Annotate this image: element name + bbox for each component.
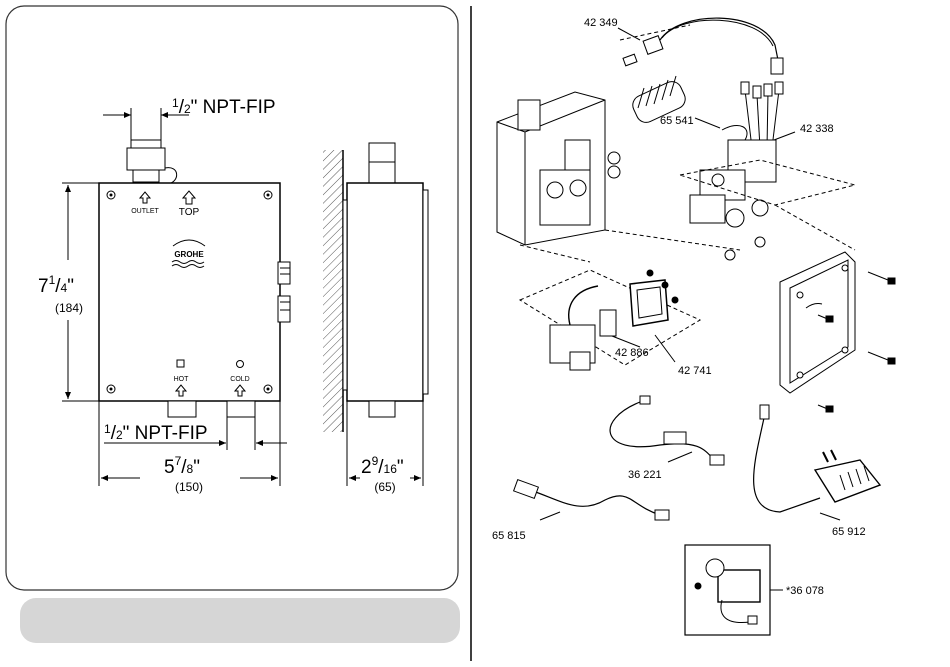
depth-label: 29/16" (361, 454, 404, 478)
brand-marking: GROHE (174, 250, 204, 259)
label-36221: 36 221 (628, 469, 662, 481)
part-42886 (630, 270, 678, 326)
part-42349 (620, 18, 783, 74)
label-36078: *36 078 (786, 585, 824, 597)
part-65815 (514, 480, 669, 520)
top-marking: TOP (179, 207, 200, 218)
label-42886: 42 886 (615, 347, 649, 359)
height-metric: (184) (55, 301, 83, 315)
label-65815: 65 815 (492, 530, 526, 542)
width-label: 57/8" (164, 454, 200, 478)
part-42741 (550, 286, 616, 370)
footer-bar (20, 598, 460, 643)
part-65912 (754, 405, 880, 520)
width-metric: (150) (175, 480, 203, 494)
part-36078 (685, 545, 783, 635)
part-42338 (680, 140, 855, 227)
wall-hatch (323, 150, 343, 432)
depth-metric: (65) (374, 480, 395, 494)
label-65912: 65 912 (832, 526, 866, 538)
outlet-marking: OUTLET (131, 208, 159, 215)
hot-square-icon (177, 360, 184, 367)
wire-bundle (741, 82, 783, 148)
part-36221 (610, 396, 724, 465)
height-label: 71/4" (38, 273, 74, 297)
hot-marking: HOT (174, 376, 190, 383)
cold-circle-icon (237, 361, 244, 368)
valve-box-side (347, 183, 423, 401)
valve-housing (497, 92, 605, 245)
label-65541: 65 541 (660, 115, 694, 127)
right-panel (497, 18, 895, 635)
label-42349: 42 349 (584, 17, 618, 29)
cold-marking: COLD (230, 376, 249, 383)
label-42741: 42 741 (678, 365, 712, 377)
left-panel: OUTLET TOP GROHE HOT COLD 1/2" NPT-FIP (6, 6, 460, 643)
cover-plate (780, 252, 855, 393)
side-view (323, 143, 428, 432)
label-42338: 42 338 (800, 123, 834, 135)
